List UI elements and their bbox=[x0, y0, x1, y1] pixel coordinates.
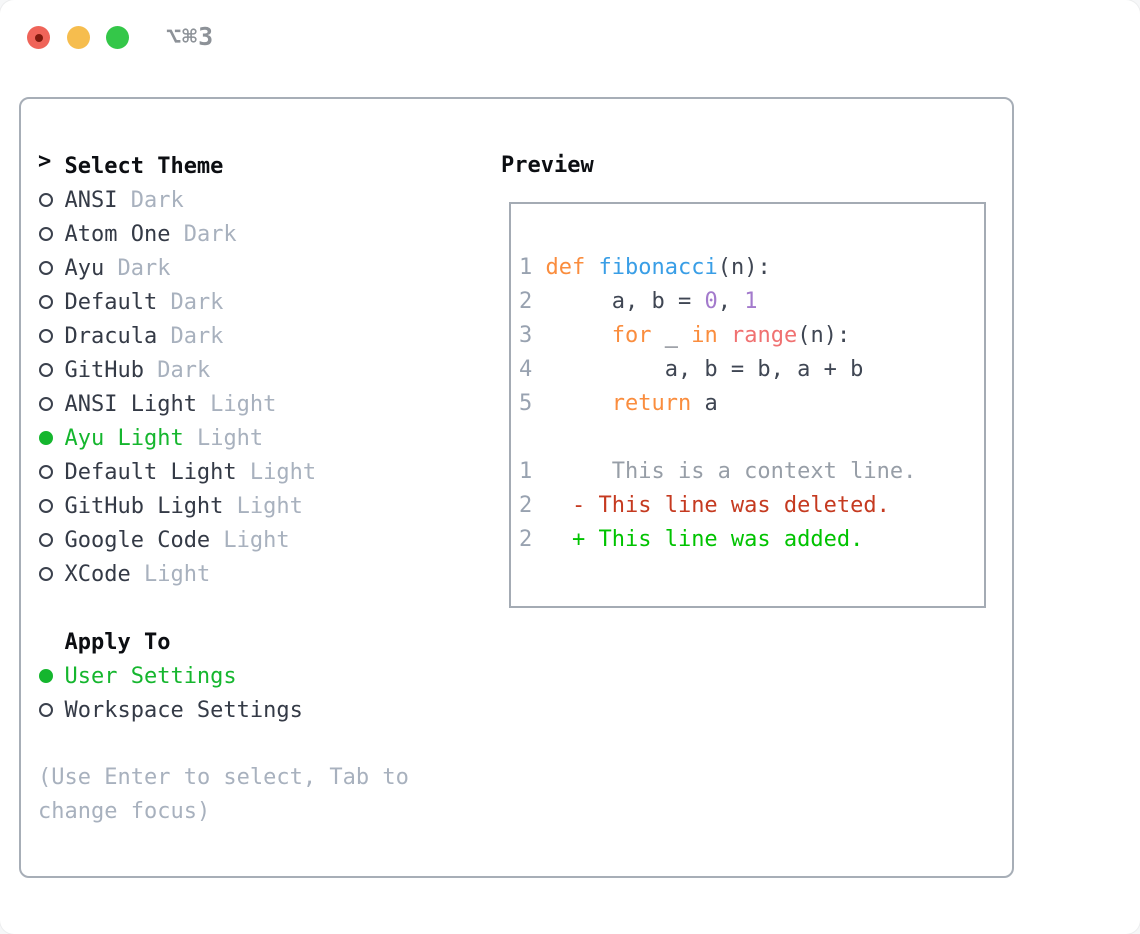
radio-marker bbox=[38, 387, 64, 421]
theme-option-github-light[interactable]: GitHub Light Light bbox=[38, 489, 478, 523]
preview-title: Preview bbox=[501, 153, 594, 178]
option-label: Default Light bbox=[64, 459, 237, 485]
radio-marker bbox=[38, 251, 64, 285]
spacer bbox=[38, 591, 478, 625]
radio-marker bbox=[38, 523, 64, 557]
preview-code: 1 def fibonacci(n): 2 a, b = 0, 1 3 for _ … bbox=[519, 251, 984, 557]
theme-variant-badge: Dark bbox=[104, 255, 171, 281]
spacer bbox=[38, 727, 478, 761]
radio-marker bbox=[38, 285, 64, 319]
radio-marker bbox=[38, 217, 64, 251]
theme-option-ayu[interactable]: Ayu Dark bbox=[38, 251, 478, 285]
theme-option-github[interactable]: GitHub Dark bbox=[38, 353, 478, 387]
radio-icon bbox=[39, 465, 53, 479]
option-label: ANSI bbox=[64, 187, 118, 213]
radio-marker bbox=[38, 319, 64, 353]
radio-marker bbox=[38, 659, 64, 693]
theme-option-ansi-light[interactable]: ANSI Light Light bbox=[38, 387, 478, 421]
option-label: Atom One bbox=[64, 221, 171, 247]
code-line: 2 a, b = 0, 1 bbox=[519, 289, 758, 314]
code-line: 4 a, b = b, a + b bbox=[519, 357, 864, 382]
close-button[interactable] bbox=[27, 26, 50, 49]
option-label: Default bbox=[64, 289, 158, 315]
theme-variant-badge: Dark bbox=[157, 323, 224, 349]
radio-icon bbox=[39, 533, 53, 547]
option-label: GitHub bbox=[64, 357, 144, 383]
theme-option-ansi[interactable]: ANSI Dark bbox=[38, 183, 478, 217]
theme-variant-badge: Light bbox=[236, 459, 317, 485]
radio-marker bbox=[38, 421, 64, 455]
option-label: XCode bbox=[64, 561, 131, 587]
code-line: 2 - This line was deleted. bbox=[519, 493, 890, 518]
code-line bbox=[519, 421, 984, 455]
keyboard-hint: (Use Enter to select, Tab to change focu… bbox=[38, 765, 409, 824]
option-label: Workspace Settings bbox=[64, 697, 303, 723]
zoom-button[interactable] bbox=[106, 26, 129, 49]
option-label: Dracula bbox=[64, 323, 158, 349]
theme-variant-badge: Light bbox=[196, 391, 277, 417]
code-line: 1 def fibonacci(n): bbox=[519, 255, 771, 280]
apply-to-header: Apply To bbox=[64, 629, 171, 655]
minimize-button[interactable] bbox=[67, 26, 90, 49]
radio-marker bbox=[38, 353, 64, 387]
theme-picker-header: Select Theme bbox=[64, 153, 224, 179]
theme-variant-badge: Dark bbox=[157, 289, 224, 315]
theme-variant-badge: Dark bbox=[117, 187, 184, 213]
radio-icon bbox=[39, 329, 53, 343]
code-line: 5 return a bbox=[519, 391, 718, 416]
titlebar: ⌥⌘3 bbox=[0, 0, 1140, 70]
radio-icon bbox=[39, 227, 53, 241]
radio-selected-icon bbox=[39, 669, 53, 683]
selection-cursor-icon: > bbox=[38, 149, 65, 174]
radio-selected-icon bbox=[39, 431, 53, 445]
theme-variant-badge: Dark bbox=[143, 357, 211, 383]
radio-marker bbox=[38, 693, 64, 727]
theme-option-default[interactable]: Default Dark bbox=[38, 285, 478, 319]
window-title: ⌥⌘3 bbox=[166, 22, 215, 51]
theme-option-default-light[interactable]: Default Light Light bbox=[38, 455, 478, 489]
radio-icon bbox=[39, 295, 53, 309]
radio-marker bbox=[38, 455, 64, 489]
code-line: 3 for _ in range(n): bbox=[519, 323, 851, 348]
theme-variant-badge: Dark bbox=[170, 221, 237, 247]
theme-variant-badge: Light bbox=[210, 527, 290, 553]
option-label: User Settings bbox=[64, 663, 237, 689]
radio-icon bbox=[39, 703, 53, 717]
radio-icon bbox=[39, 193, 53, 207]
theme-picker-header-row: > Select Theme bbox=[38, 149, 478, 183]
radio-icon bbox=[39, 363, 53, 377]
apply-option-user-settings[interactable]: User Settings bbox=[38, 659, 478, 693]
option-label: Google Code bbox=[64, 527, 211, 553]
apply-to-indent bbox=[38, 625, 64, 659]
radio-icon bbox=[39, 397, 53, 411]
apply-to-header-row: Apply To bbox=[38, 625, 478, 659]
theme-option-ayu-light[interactable]: Ayu Light Light bbox=[38, 421, 478, 455]
theme-variant-badge: Light bbox=[223, 493, 303, 519]
theme-option-atom-one[interactable]: Atom One Dark bbox=[38, 217, 478, 251]
radio-icon bbox=[39, 261, 53, 275]
radio-marker bbox=[38, 557, 64, 591]
code-line: 1 This is a context line. bbox=[519, 459, 917, 484]
code-line: 2 + This line was added. bbox=[519, 527, 864, 552]
radio-icon bbox=[39, 499, 53, 513]
option-label: Ayu Light bbox=[64, 425, 184, 451]
radio-icon bbox=[39, 567, 53, 581]
radio-marker bbox=[38, 489, 64, 523]
option-label: ANSI Light bbox=[64, 391, 197, 417]
close-dot-icon bbox=[34, 33, 43, 42]
theme-option-google-code[interactable]: Google Code Light bbox=[38, 523, 478, 557]
option-label: GitHub Light bbox=[64, 493, 224, 519]
theme-option-dracula[interactable]: Dracula Dark bbox=[38, 319, 478, 353]
option-label: Ayu bbox=[64, 255, 105, 281]
theme-variant-badge: Light bbox=[183, 425, 264, 451]
theme-variant-badge: Light bbox=[130, 561, 211, 587]
radio-marker bbox=[38, 183, 64, 217]
theme-option-xcode[interactable]: XCode Light bbox=[38, 557, 478, 591]
apply-option-workspace-settings[interactable]: Workspace Settings bbox=[38, 693, 478, 727]
preview-box: 1 def fibonacci(n): 2 a, b = 0, 1 3 for _ … bbox=[509, 202, 986, 608]
